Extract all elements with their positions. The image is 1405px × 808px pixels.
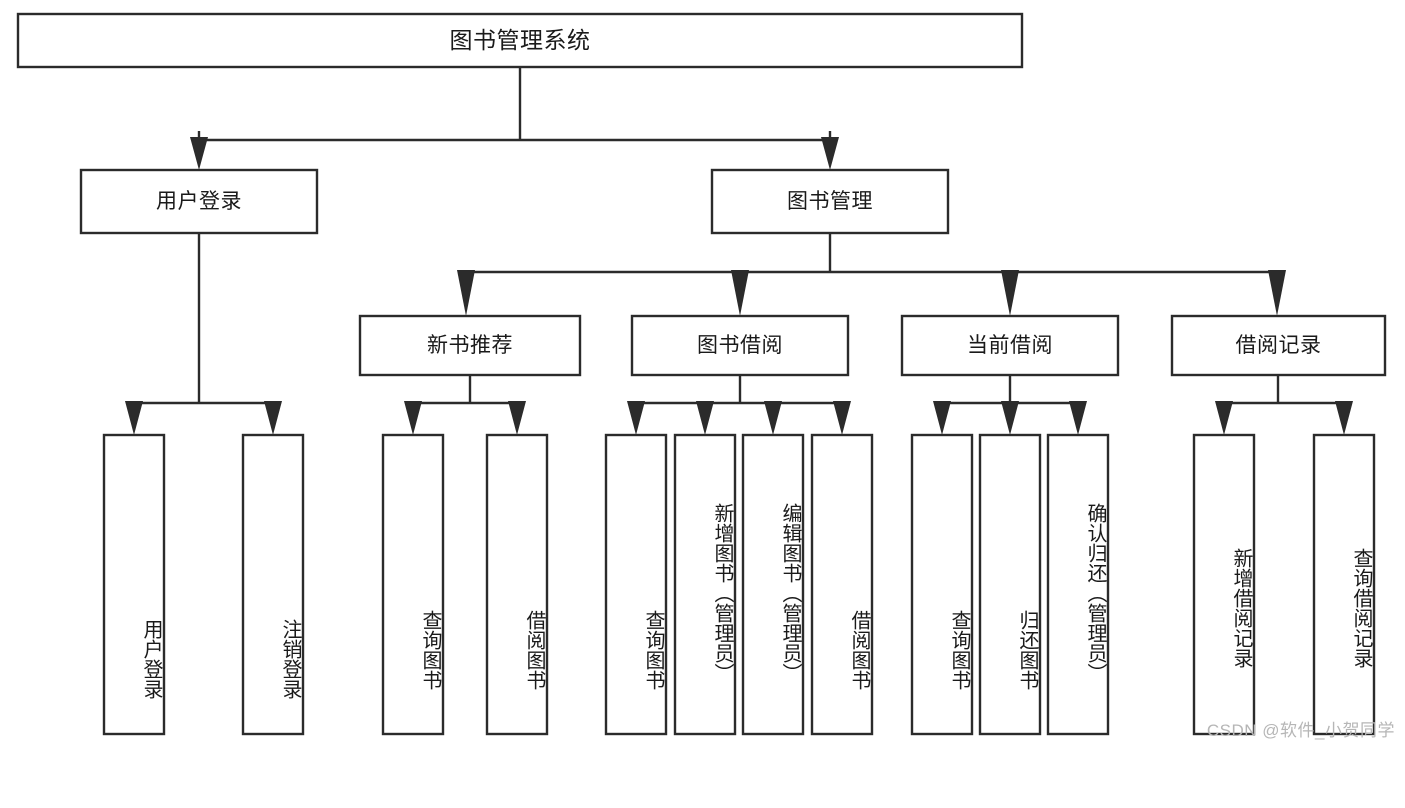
arrowhead-leaf-query-book-1 (404, 401, 422, 435)
connector-layer (125, 67, 1353, 435)
node-box-leaf-user-login[interactable] (102, 433, 166, 736)
arrowhead-leaf-return-book (1001, 401, 1019, 435)
node-box-leaf-query-book-3[interactable] (910, 433, 974, 736)
arrowhead-leaf-confirm-return (1069, 401, 1087, 435)
arrowhead-book-manage (821, 137, 839, 170)
node-box-borrow-record[interactable] (1170, 314, 1387, 377)
arrowhead-leaf-query-record (1335, 401, 1353, 435)
node-box-leaf-add-book[interactable] (673, 433, 737, 736)
node-box-current-borrow[interactable] (900, 314, 1120, 377)
arrowhead-leaf-query-book-3 (933, 401, 951, 435)
arrowhead-leaf-borrow-book-1 (508, 401, 526, 435)
arrowhead-leaf-user-login (125, 401, 143, 435)
node-box-leaf-query-book-2[interactable] (604, 433, 668, 736)
arrowhead-leaf-borrow-book-2 (833, 401, 851, 435)
arrowhead-leaf-user-logout (264, 401, 282, 435)
arrowhead-new-book-recommend (457, 270, 475, 316)
arrowhead-borrow-record (1268, 270, 1286, 316)
node-box-leaf-query-book-1[interactable] (381, 433, 445, 736)
node-box-layer (16, 12, 1387, 736)
node-box-new-book-recommend[interactable] (358, 314, 582, 377)
arrowhead-user-login (190, 137, 208, 170)
arrowhead-leaf-add-record (1215, 401, 1233, 435)
arrowhead-current-borrow (1001, 270, 1019, 316)
arrowhead-leaf-edit-book (764, 401, 782, 435)
arrowhead-leaf-query-book-2 (627, 401, 645, 435)
diagram-canvas: 图书管理系统 用户登录 图书管理 新书推荐 图书借阅 当前借阅 借阅记录 用户登… (16, 12, 1395, 740)
node-box-leaf-query-record[interactable] (1312, 433, 1376, 736)
arrowhead-leaf-add-book (696, 401, 714, 435)
node-box-root[interactable] (16, 12, 1024, 69)
node-box-leaf-confirm-return[interactable] (1046, 433, 1110, 736)
node-box-user-login[interactable] (79, 168, 319, 235)
node-box-leaf-borrow-book-2[interactable] (810, 433, 874, 736)
node-box-leaf-user-logout[interactable] (241, 433, 305, 736)
node-box-book-borrow[interactable] (630, 314, 850, 377)
diagram-svg (16, 12, 1387, 736)
node-box-leaf-return-book[interactable] (978, 433, 1042, 736)
node-box-leaf-add-record[interactable] (1192, 433, 1256, 736)
node-box-leaf-borrow-book-1[interactable] (485, 433, 549, 736)
node-box-book-manage[interactable] (710, 168, 950, 235)
arrowhead-book-borrow (731, 270, 749, 316)
node-box-leaf-edit-book[interactable] (741, 433, 805, 736)
